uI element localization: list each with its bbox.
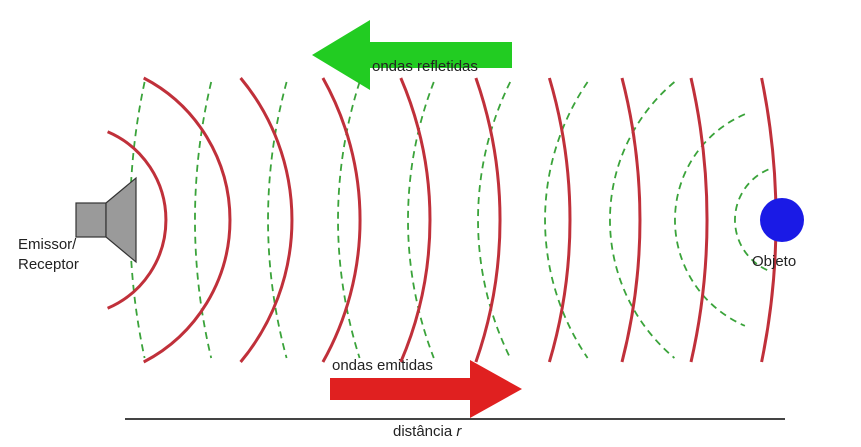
distance-label: distância r bbox=[393, 423, 461, 441]
emitter-receptor-label: Emissor/ Receptor bbox=[18, 235, 79, 275]
reflected-wavefront bbox=[734, 168, 769, 272]
emitted-wavefront bbox=[321, 77, 362, 363]
emitted-waves-label: ondas emitidas bbox=[332, 357, 433, 374]
distance-symbol: r bbox=[456, 423, 462, 440]
reflected-waves-arrow bbox=[312, 20, 512, 90]
reflected-wavefront bbox=[129, 81, 146, 359]
emitted-wavefront bbox=[547, 77, 572, 363]
emitted-wavefront bbox=[474, 77, 502, 363]
emitted-wavefront bbox=[399, 77, 432, 363]
emitted-waves-arrow bbox=[330, 360, 522, 418]
emitted-wavefront bbox=[143, 76, 232, 364]
object-label: Objeto bbox=[752, 253, 797, 270]
reflected-wavefront bbox=[477, 81, 512, 359]
reflected-wavefront bbox=[544, 81, 589, 359]
speaker-icon bbox=[75, 176, 137, 264]
emitted-wavefront bbox=[107, 130, 168, 310]
emitter-label-line1: Emissor/ bbox=[18, 236, 77, 253]
reflected-wavefront bbox=[337, 81, 361, 359]
reflected-wavefront bbox=[407, 81, 435, 359]
reflected-wavefront bbox=[194, 81, 213, 359]
distance-word: distância bbox=[393, 423, 453, 440]
reflected-waves-label: ondas refletidas bbox=[372, 58, 478, 75]
sphere-icon bbox=[760, 198, 804, 242]
emitted-wavefront bbox=[689, 77, 709, 363]
reflected-wavefront bbox=[609, 81, 675, 359]
reflected-wavefront bbox=[267, 81, 288, 359]
reflected-wavefronts bbox=[129, 81, 769, 359]
reflected-wavefront bbox=[674, 113, 746, 327]
emitted-wavefront bbox=[620, 77, 642, 363]
emitter-label-line2: Receptor bbox=[18, 256, 79, 273]
emitted-wavefront bbox=[239, 77, 294, 363]
